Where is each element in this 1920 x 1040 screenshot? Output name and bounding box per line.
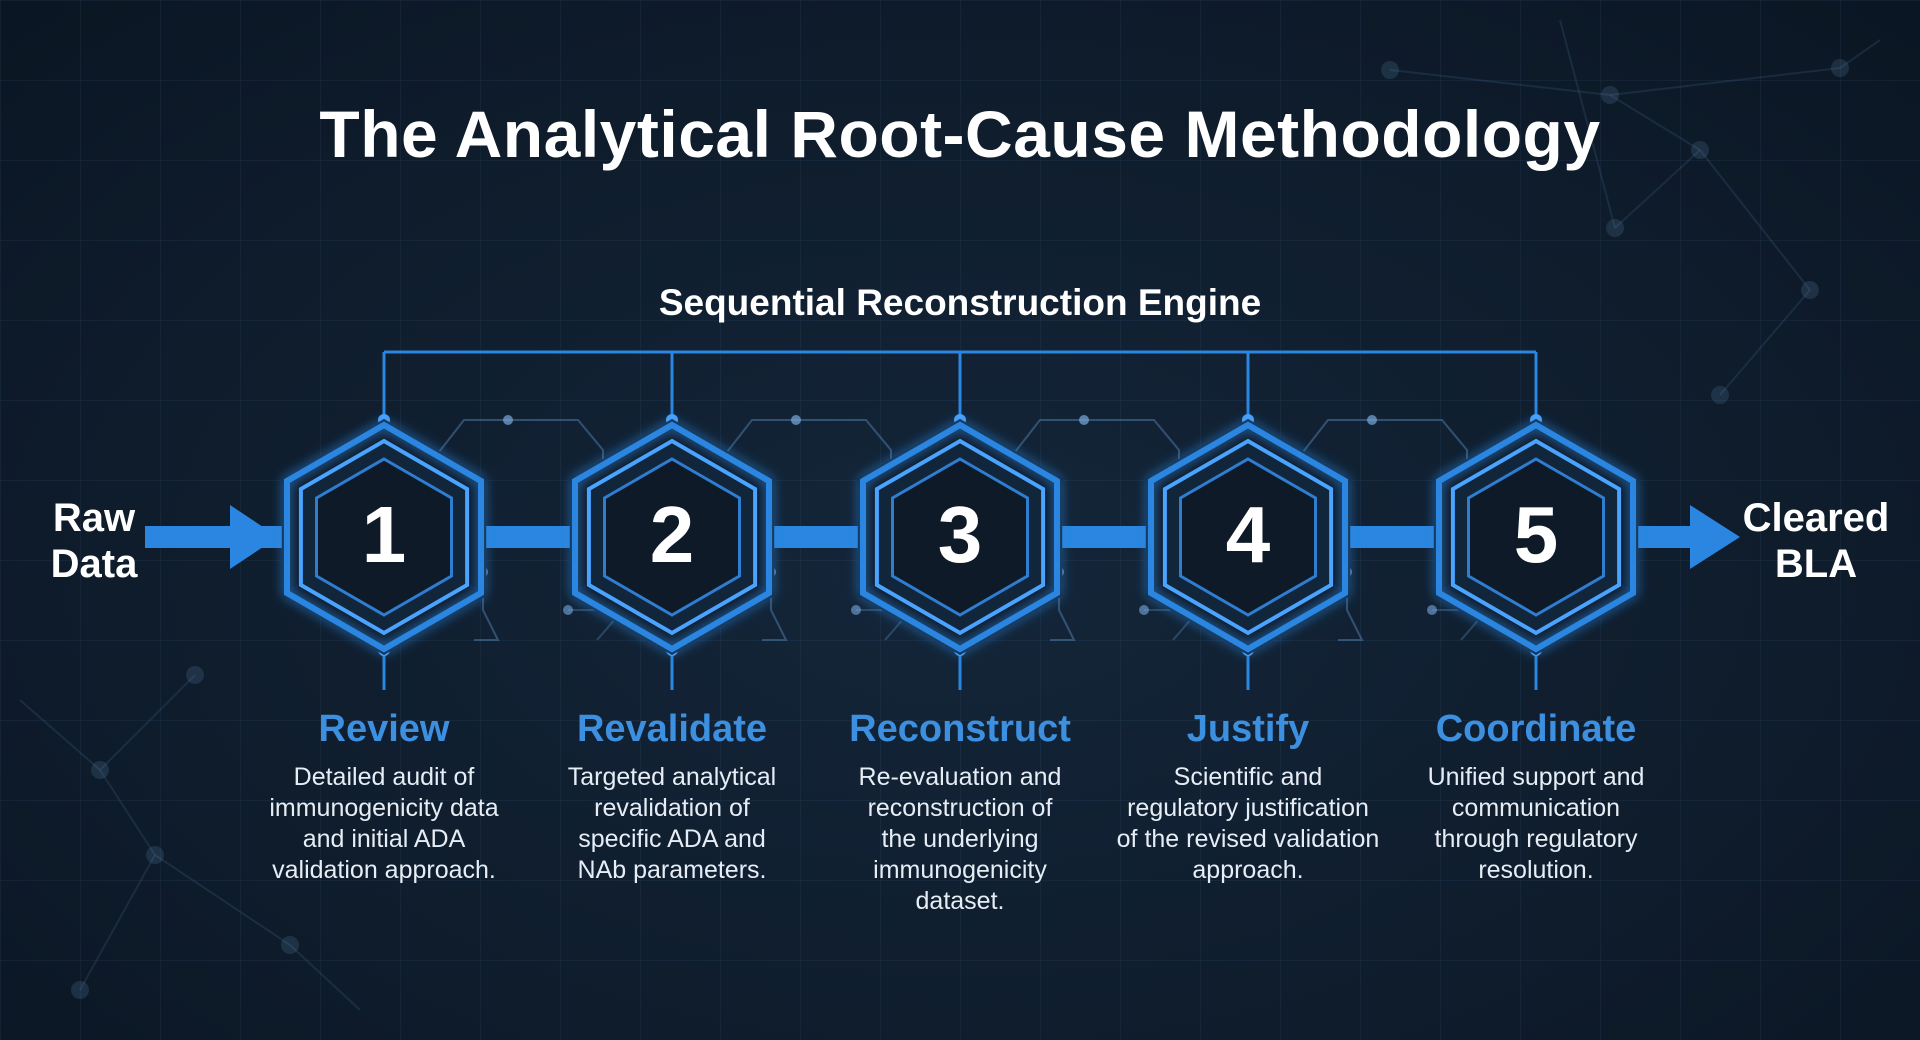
output-label: Cleared BLA <box>1736 495 1896 587</box>
background-network-node <box>186 666 204 684</box>
step-hex-inner-ring <box>603 457 741 617</box>
page-title: The Analytical Root-Cause Methodology <box>319 97 1601 171</box>
step-3-description-line: dataset. <box>915 887 1005 915</box>
step-2-description: Targeted analytical revalidation of spec… <box>537 762 807 886</box>
step-1-description-line: Detailed audit of <box>293 763 475 791</box>
circuit-node <box>503 415 513 425</box>
step-2-title: Revalidate <box>576 708 768 750</box>
input-arrow-head <box>230 505 278 569</box>
background-network-node <box>91 761 109 779</box>
step-3-description-line: Re-evaluation and <box>858 763 1062 791</box>
background-network-line <box>79 854 156 991</box>
background-network-line <box>1699 149 1811 291</box>
step-4-description-line: regulatory justification <box>1127 794 1369 822</box>
step-hex-outer-ring <box>1436 421 1636 653</box>
step-1-description-line: validation approach. <box>272 856 496 884</box>
step-2-description-line: specific ADA and <box>578 825 766 853</box>
output-label-line: Cleared <box>1742 496 1890 540</box>
input-label-line: Raw <box>52 496 136 540</box>
circuit-node <box>1367 415 1377 425</box>
step-hex-outer-ring <box>860 421 1060 653</box>
step-2-description-line: NAb parameters. <box>577 856 767 884</box>
step-5-title: Coordinate <box>1435 708 1637 750</box>
step-1-description: Detailed audit of immunogenicity data an… <box>249 762 519 886</box>
step-5-description: Unified support and communication throug… <box>1401 762 1671 886</box>
step-3-description: Re-evaluation and reconstruction of the … <box>825 762 1095 917</box>
step-3-description-line: reconstruction of <box>867 794 1053 822</box>
background-network-line <box>1559 19 1616 229</box>
input-label: Raw Data <box>14 495 174 587</box>
circuit-node <box>851 605 861 615</box>
background-network-line <box>1719 289 1811 396</box>
step-2-number: 2 <box>649 490 695 579</box>
background-network-node <box>71 981 89 999</box>
background-network-node <box>281 936 299 954</box>
circuit-node <box>563 605 573 615</box>
background-network-line <box>154 854 291 946</box>
background-network-node <box>1801 281 1819 299</box>
step-hex-inner-ring <box>1179 457 1317 617</box>
output-label-line: BLA <box>1774 542 1858 586</box>
background-network-node <box>1711 386 1729 404</box>
circuit-node <box>1427 605 1437 615</box>
step-4-number: 4 <box>1225 490 1271 579</box>
background-network-line <box>1389 69 1611 96</box>
background-network-line <box>19 699 101 771</box>
step-4-title: Justify <box>1186 708 1310 750</box>
background-network-line <box>99 674 196 771</box>
step-3-description-line: immunogenicity <box>873 856 1047 884</box>
step-1-description-line: immunogenicity data <box>269 794 499 822</box>
background-network-node <box>1381 61 1399 79</box>
step-hex-outer-ring <box>284 421 484 653</box>
background-network-line <box>1614 149 1701 229</box>
engine-label: Sequential Reconstruction Engine <box>658 282 1262 323</box>
input-label-line: Data <box>50 542 138 586</box>
step-2-description-line: Targeted analytical <box>567 763 777 791</box>
step-4-description-line: approach. <box>1192 856 1304 884</box>
step-1-number: 1 <box>361 490 407 579</box>
background-network-line <box>289 944 361 1011</box>
step-3-number: 3 <box>937 490 983 579</box>
step-5-number: 5 <box>1513 490 1559 579</box>
step-5-description-line: Unified support and <box>1427 763 1645 791</box>
step-3-description-line: the underlying <box>881 825 1039 853</box>
step-5-description-line: communication <box>1451 794 1621 822</box>
step-2-description-line: revalidation of <box>594 794 750 822</box>
background-network-node <box>1601 86 1619 104</box>
circuit-node <box>791 415 801 425</box>
step-hex-inner-ring <box>1467 457 1605 617</box>
output-arrow-head <box>1690 505 1740 569</box>
background-network-node <box>1691 141 1709 159</box>
step-1-title: Review <box>318 708 450 750</box>
step-3-title: Reconstruct <box>849 708 1071 750</box>
background-network-node <box>1606 219 1624 237</box>
background-network-line <box>99 769 156 856</box>
step-5-description-line: through regulatory <box>1434 825 1638 853</box>
step-4-description-line: of the revised validation <box>1116 825 1380 853</box>
background-network-line <box>1839 39 1881 69</box>
background-network-node <box>146 846 164 864</box>
step-1-description-line: and initial ADA <box>302 825 466 853</box>
step-hex-outer-ring <box>572 421 772 653</box>
circuit-node <box>1139 605 1149 615</box>
step-hex-inner-ring <box>315 457 453 617</box>
step-hex-inner-ring <box>891 457 1029 617</box>
step-4-description: Scientific and regulatory justification … <box>1108 762 1388 886</box>
step-hex-outer-ring <box>1148 421 1348 653</box>
step-4-description-line: Scientific and <box>1173 763 1323 791</box>
step-5-description-line: resolution. <box>1478 856 1594 884</box>
background-network-node <box>1831 59 1849 77</box>
background-network-line <box>1609 94 1701 151</box>
background-network-line <box>1609 67 1841 96</box>
circuit-node <box>1079 415 1089 425</box>
